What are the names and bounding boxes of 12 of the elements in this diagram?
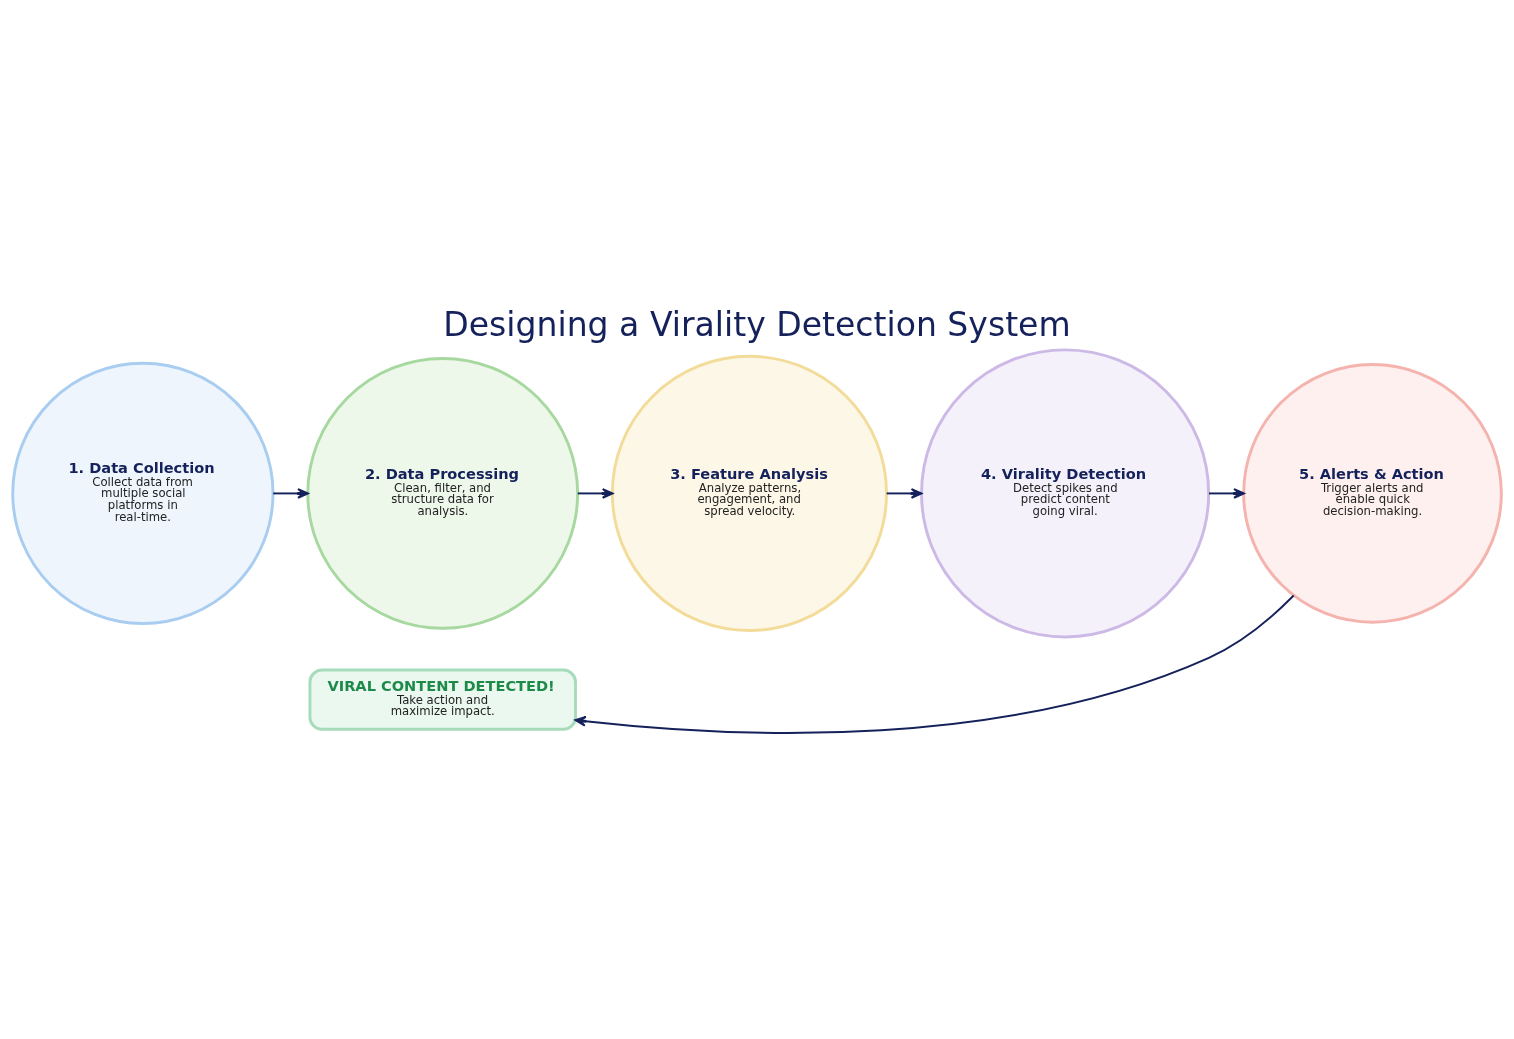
arrow [574,594,1295,734]
arrow [576,488,614,499]
arrow [272,488,309,499]
node-circle: 5. Alerts & Action Trigger alerts and enable quick decision-making. [1242,363,1503,624]
node-circle: 1. Data Collection Collect data from multiple social platforms in real-time. [11,361,275,626]
arrow [885,488,923,499]
node-box: VIRAL CONTENT DETECTED! Take action and maximize impact. [308,668,577,731]
node-circle: 2. Data Processing Clean, filter, and structure data for analysis. [306,357,580,630]
node-circle: 3. Feature Analysis Analyze patterns, engagement, and spread velocity. [610,354,888,632]
node-circle: 4. Virality Detection Detect spikes and predict content going viral. [920,348,1211,639]
arrow [1208,488,1245,499]
diagram-title: Designing a Virality Detection System [443,305,1071,345]
